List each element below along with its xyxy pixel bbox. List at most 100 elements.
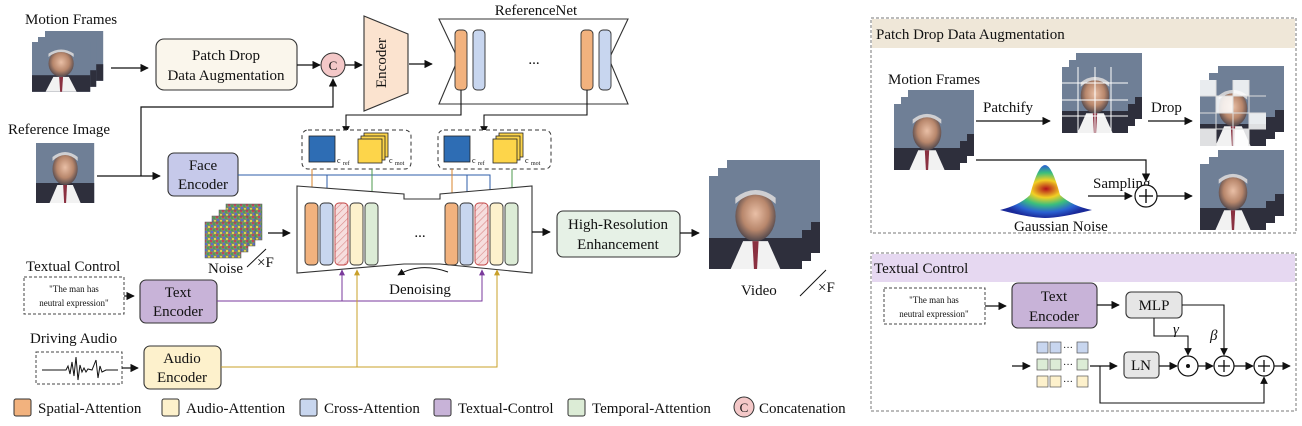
hr-enhancement-box: High-Resolution Enhancement — [556, 210, 681, 258]
patch-drop-panel: Patch Drop Data Augmentation Motion Fram… — [870, 17, 1297, 235]
legend-swatch-0 — [13, 398, 32, 417]
legend-label-1: Audio-Attention — [186, 401, 286, 417]
svg-text:Encoder: Encoder — [157, 370, 207, 386]
face-encoder-line1: Face — [189, 158, 218, 174]
sampling-label: Sampling — [1093, 176, 1151, 192]
ln-box — [1123, 351, 1160, 379]
arrow-refnet-to-cgroup1 — [342, 90, 462, 134]
textual-control-label: Textual Control — [26, 259, 120, 275]
noise-times-line — [246, 248, 267, 268]
arrow-refnet-to-cgroup2 — [480, 90, 588, 134]
gamma-label: γ — [1173, 322, 1180, 338]
svg-text:···: ··· — [1063, 377, 1073, 388]
audio-encoder-box: Audio Encoder — [143, 345, 222, 390]
c-mot-label-2: c — [525, 156, 529, 165]
svg-text:Text: Text — [165, 285, 192, 301]
line-audio-to-audio-attn — [221, 269, 500, 368]
concat-symbol: C — [320, 52, 346, 78]
svg-text:High-Resolution: High-Resolution — [568, 217, 668, 233]
mlp-label: MLP — [1139, 298, 1170, 314]
ln-label: LN — [1131, 358, 1151, 374]
audio-waveform — [35, 351, 123, 385]
svg-text:neutral expression": neutral expression" — [39, 298, 109, 308]
svg-text:Encoder: Encoder — [1029, 309, 1079, 325]
text-prompt-box-left: "The man has neutral expression" — [23, 276, 125, 315]
svg-text:···: ··· — [1063, 343, 1073, 354]
legend-concat-symbol — [733, 396, 755, 418]
legend-concat-letter: C — [740, 400, 749, 415]
condition-group-2: c ref c mot — [437, 129, 552, 170]
patchify-label: Patchify — [983, 100, 1033, 116]
svg-text:Text: Text — [1041, 289, 1068, 305]
denoising-label: Denoising — [389, 282, 451, 298]
svg-text:Audio: Audio — [163, 351, 201, 367]
video-times-f: ×F — [818, 280, 835, 296]
svg-text:C: C — [329, 58, 338, 73]
text-encoder-box: Text Encoder — [139, 279, 218, 324]
svg-text:"The man has: "The man has — [909, 295, 959, 305]
panel-text-prompt-box — [883, 287, 986, 325]
face-encoder-line2: Encoder — [178, 177, 228, 193]
c-ref-label-1: c — [337, 156, 341, 165]
unet-ellipsis: ... — [414, 225, 425, 241]
c-mot-label-1: c — [389, 156, 393, 165]
patch-drop-line2: Data Augmentation — [167, 68, 285, 84]
legend-swatch-1 — [161, 398, 180, 417]
legend-swatch-2 — [299, 398, 318, 417]
noise-label: Noise — [208, 261, 243, 277]
legend: Spatial-Attention Audio-Attention Cross-At… — [13, 396, 846, 418]
patch-drop-line1: Patch Drop — [192, 48, 260, 64]
face-encoder-box: Face Encoder — [167, 152, 239, 197]
drop-label: Drop — [1151, 100, 1182, 116]
svg-text:"The man has: "The man has — [49, 284, 99, 294]
referencenet-ellipsis: ... — [528, 52, 539, 68]
denoising-unet: ... — [296, 185, 533, 274]
dropped-frames — [1200, 66, 1284, 146]
textual-panel-title: Textual Control — [874, 261, 968, 277]
motion-frames-label: Motion Frames — [25, 12, 117, 28]
video-frames — [709, 160, 820, 269]
gaussian-noise-label: Gaussian Noise — [1014, 219, 1108, 235]
video-label: Video — [741, 283, 777, 299]
noise-stack — [204, 203, 263, 259]
svg-text:Enhancement: Enhancement — [577, 237, 659, 253]
reference-image-label: Reference Image — [8, 122, 110, 138]
legend-label-5: Concatenation — [759, 401, 846, 417]
encoder-block: Encoder — [363, 15, 409, 112]
legend-swatch-4 — [567, 398, 586, 417]
c-ref-sub-1: ref — [343, 160, 350, 167]
denoising-loop-arrow — [397, 267, 449, 276]
legend-label-2: Cross-Attention — [324, 401, 420, 417]
c-mot-sub-1: mot — [395, 161, 405, 167]
referencenet-label: ReferenceNet — [495, 3, 578, 19]
legend-label-0: Spatial-Attention — [38, 401, 142, 417]
svg-text:···: ··· — [1063, 360, 1073, 371]
encoder-label: Encoder — [374, 38, 390, 88]
arrow-ref-to-concat — [140, 78, 338, 176]
panel-motion-frames-label: Motion Frames — [888, 72, 980, 88]
c-ref-label-2: c — [472, 156, 476, 165]
token-grid: ··· ··· ··· — [1036, 341, 1089, 388]
svg-text:Encoder: Encoder — [153, 304, 203, 320]
patch-drop-box: Patch Drop Data Augmentation — [155, 38, 298, 91]
legend-swatch-3 — [433, 398, 452, 417]
legend-label-3: Textual-Control — [458, 401, 554, 417]
condition-group-1: c ref c mot — [301, 129, 412, 170]
svg-text:neutral expression": neutral expression" — [899, 309, 969, 319]
patchified-frames — [1062, 53, 1142, 133]
driving-audio-label: Driving Audio — [30, 331, 117, 347]
line-text-to-textual-control — [217, 269, 485, 302]
textual-control-panel: Textual Control "The man has neutral exp… — [870, 252, 1297, 412]
gaussian-noise-surface — [1000, 165, 1092, 218]
beta-label: β — [1209, 328, 1218, 344]
c-mot-sub-2: mot — [531, 161, 541, 167]
c-ref-sub-2: ref — [478, 160, 485, 167]
legend-label-4: Temporal-Attention — [592, 401, 711, 417]
referencenet-block: ... — [438, 18, 629, 105]
motion-frames-stack — [32, 31, 104, 92]
noise-times-f: ×F — [257, 255, 274, 271]
reference-image — [36, 143, 95, 203]
noised-frames — [1200, 150, 1284, 230]
video-times-line — [799, 269, 827, 297]
